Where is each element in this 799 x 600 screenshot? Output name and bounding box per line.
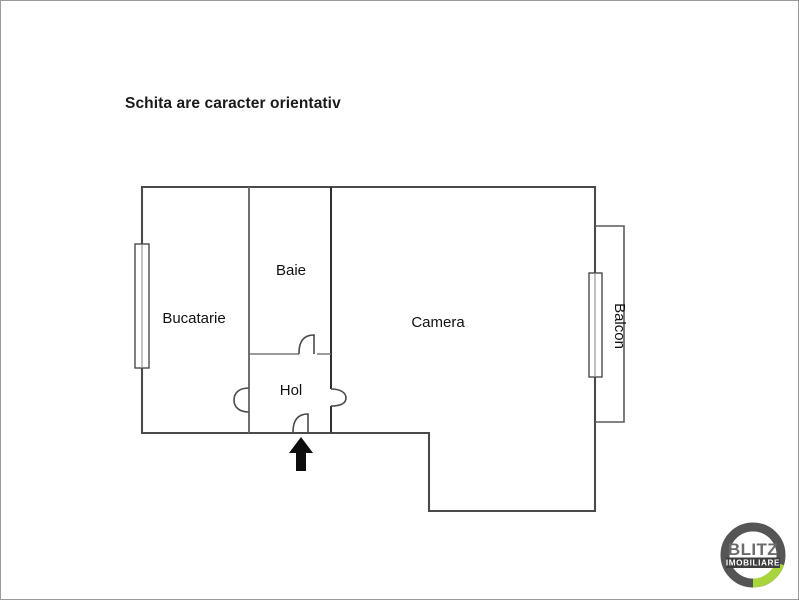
room-label-balcon: Balcon (611, 303, 628, 349)
entrance-door-arc (292, 413, 309, 433)
room-label-camera: Camera (411, 314, 465, 331)
outer-wall-outline (140, 185, 597, 513)
room-label-baie: Baie (276, 262, 306, 279)
kitchen-hall-door-arc (233, 387, 250, 413)
page-title: Schita are caracter orientativ (125, 95, 341, 112)
logo-brand-text: BLITZ (728, 540, 778, 559)
logo-subtitle-text: IMOBILIARE (726, 558, 780, 567)
logo-subtitle-bar (726, 557, 780, 568)
logo-graphic: BLITZ IMOBILIARE (720, 522, 786, 588)
room-label-hol: Hol (280, 382, 303, 399)
bathroom-door-arc (298, 334, 315, 354)
camera-hall-door-arc (330, 388, 347, 407)
room-label-bucatarie: Bucatarie (162, 310, 225, 327)
entrance-arrow-icon (289, 437, 313, 471)
balcony-outline (595, 225, 625, 423)
brand-logo: BLITZ IMOBILIARE (713, 519, 793, 595)
